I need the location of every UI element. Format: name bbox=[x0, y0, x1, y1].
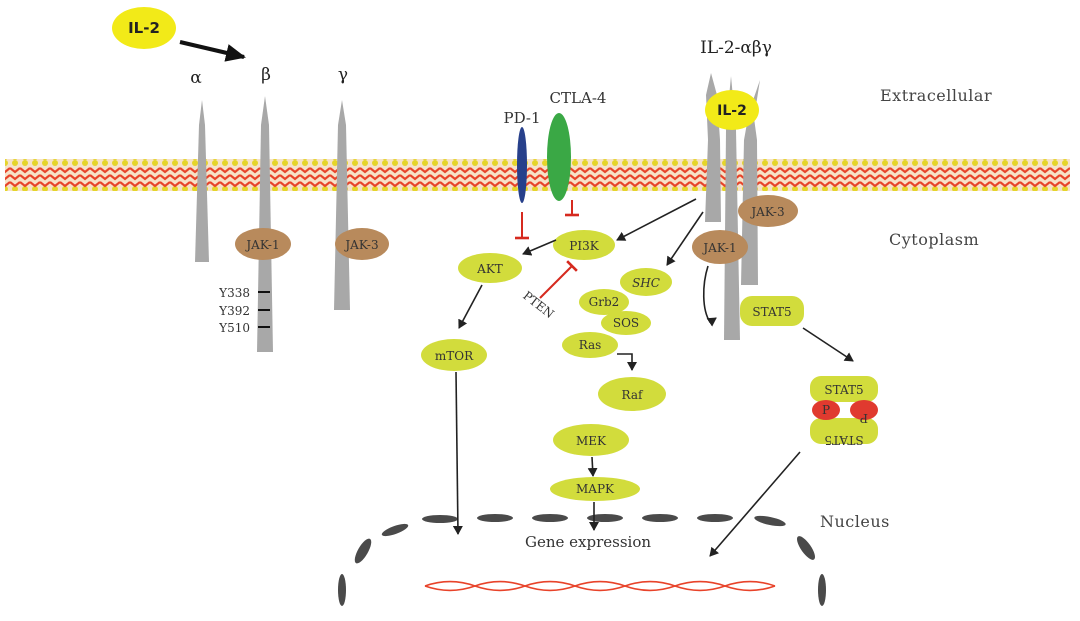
il2-ligand-label: IL-2 bbox=[128, 19, 160, 37]
bound-il2-ligand bbox=[705, 90, 759, 130]
cell-membrane bbox=[5, 159, 1070, 191]
pd1-label: PD-1 bbox=[503, 109, 540, 127]
svg-text:Grb2: Grb2 bbox=[589, 295, 620, 309]
pten-inhibition bbox=[539, 260, 578, 299]
gene-expression-label: Gene expression bbox=[525, 533, 651, 551]
tyrosine-y510: Y510 bbox=[218, 321, 250, 335]
extracellular-label: Extracellular bbox=[880, 86, 992, 105]
jak3-left bbox=[335, 228, 389, 260]
jak3-right bbox=[738, 195, 798, 227]
jak1-right bbox=[692, 230, 748, 264]
mtor-node: mTOR bbox=[421, 339, 487, 371]
beta-chain bbox=[257, 96, 273, 352]
akt-node: AKT bbox=[458, 253, 522, 283]
gamma-label: γ bbox=[338, 65, 348, 85]
svg-text:SOS: SOS bbox=[613, 316, 639, 330]
mek-node: MEK bbox=[553, 424, 629, 456]
beta-label: β bbox=[261, 65, 271, 85]
dna-strand bbox=[424, 580, 776, 592]
stat5-dimer: STAT5 STAT5 P P bbox=[810, 376, 878, 447]
bound-il2-label: IL-2 bbox=[717, 103, 747, 119]
tyrosine-y392: Y392 bbox=[218, 304, 250, 318]
arrow-ras-raf bbox=[617, 353, 637, 371]
ctla4-receptor bbox=[547, 113, 571, 201]
pathway-arrows bbox=[452, 198, 854, 557]
svg-text:PI3K: PI3K bbox=[569, 239, 599, 253]
arrow-mek-mapk bbox=[587, 456, 598, 477]
phospho-left bbox=[812, 400, 840, 420]
arrow-stat5-dimer bbox=[802, 327, 854, 362]
svg-text:MEK: MEK bbox=[576, 434, 607, 448]
svg-text:AKT: AKT bbox=[476, 262, 503, 276]
jak3-right-label: JAK-3 bbox=[749, 205, 784, 219]
complex-gamma-chain bbox=[741, 80, 760, 285]
tyrosine-ticks bbox=[258, 291, 270, 328]
alpha-label: α bbox=[190, 68, 202, 88]
sos-node: SOS bbox=[601, 311, 651, 335]
pd1-receptor bbox=[517, 127, 527, 203]
stat5-node: STAT5 bbox=[740, 296, 804, 326]
complex-beta-chain bbox=[724, 76, 740, 340]
raf-node: Raf bbox=[598, 377, 666, 411]
mapk-node: MAPK bbox=[550, 477, 640, 501]
receptor-subunits-free bbox=[195, 96, 350, 352]
tyrosine-y338: Y338 bbox=[218, 286, 250, 300]
nuclear-envelope bbox=[338, 514, 826, 606]
arrow-receptor-shc bbox=[666, 211, 704, 266]
svg-text:P: P bbox=[822, 403, 830, 417]
svg-text:MAPK: MAPK bbox=[576, 482, 615, 496]
svg-text:SHC: SHC bbox=[632, 276, 660, 290]
ras-node: Ras bbox=[562, 332, 618, 358]
jak3-left-label: JAK-3 bbox=[343, 238, 378, 252]
jak1-right-label: JAK-1 bbox=[701, 241, 736, 255]
arrow-akt-mtor bbox=[458, 284, 483, 329]
pi3k-node: PI3K bbox=[553, 230, 615, 260]
arrow-dimer-nucleus bbox=[709, 451, 801, 557]
svg-text:STAT5: STAT5 bbox=[824, 433, 863, 447]
shc-node: SHC bbox=[620, 268, 672, 296]
svg-text:Raf: Raf bbox=[622, 388, 644, 402]
il2-ligand bbox=[112, 7, 176, 49]
phospho-right bbox=[850, 400, 878, 420]
svg-text:mTOR: mTOR bbox=[435, 349, 474, 363]
jak1-left bbox=[235, 228, 291, 260]
arrow-pi3k-akt bbox=[522, 239, 557, 256]
arrow-mtor-nucleus bbox=[452, 371, 463, 535]
dna-strand bbox=[424, 580, 776, 592]
complex-label: IL-2-αβγ bbox=[700, 38, 772, 58]
jak1-left-label: JAK-1 bbox=[244, 238, 279, 252]
ligand-binding-arrow bbox=[179, 40, 246, 62]
svg-text:P: P bbox=[860, 411, 868, 425]
arrow-receptor-pi3k bbox=[616, 198, 697, 241]
ctla4-label: CTLA-4 bbox=[550, 89, 607, 107]
svg-text:STAT5: STAT5 bbox=[752, 305, 791, 319]
alpha-chain bbox=[195, 100, 209, 262]
arrow-jak1-stat5 bbox=[702, 265, 717, 327]
grb2-node: Grb2 bbox=[579, 289, 629, 315]
gamma-chain bbox=[334, 100, 350, 310]
nucleus-label: Nucleus bbox=[820, 512, 890, 531]
svg-text:STAT5: STAT5 bbox=[824, 383, 863, 397]
cytoplasm-label: Cytoplasm bbox=[889, 230, 979, 249]
pten-label: PTEN bbox=[520, 288, 556, 321]
svg-text:Ras: Ras bbox=[579, 338, 602, 352]
